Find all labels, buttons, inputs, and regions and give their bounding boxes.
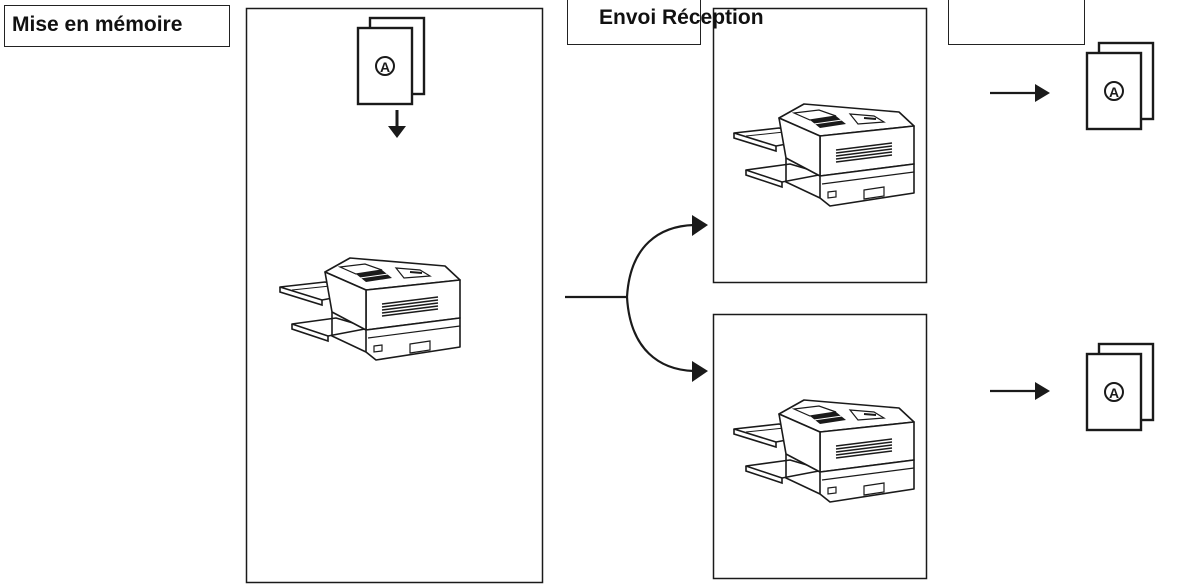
send-receive-label-box [567, 0, 701, 45]
document-mark: A [1109, 84, 1119, 100]
fax-machine-icon [733, 103, 915, 207]
store-label-text: Mise en mémoire [12, 13, 183, 36]
send-panel-top [712, 7, 928, 284]
document-stack-icon: A [1085, 342, 1155, 432]
document-mark: A [380, 59, 390, 75]
third-label [948, 0, 1085, 45]
arrow-down-icon [388, 110, 406, 138]
fax-machine-icon [279, 257, 461, 361]
arrow-right-icon [990, 382, 1050, 400]
document-stack-icon: A [356, 16, 426, 106]
arrow-right-icon [990, 84, 1050, 102]
fax-machine-icon [733, 399, 915, 503]
arrow-head-bottom [692, 361, 708, 382]
send-receive-label: Envoi Réception [599, 6, 764, 29]
document-stack-icon: A [1085, 41, 1155, 131]
send-panel-bottom [712, 313, 928, 580]
branch-arrow-icon [565, 223, 695, 373]
store-panel [245, 7, 544, 584]
store-label: Mise en mémoire [4, 5, 230, 47]
document-mark: A [1109, 385, 1119, 401]
arrow-head-top [692, 215, 708, 236]
